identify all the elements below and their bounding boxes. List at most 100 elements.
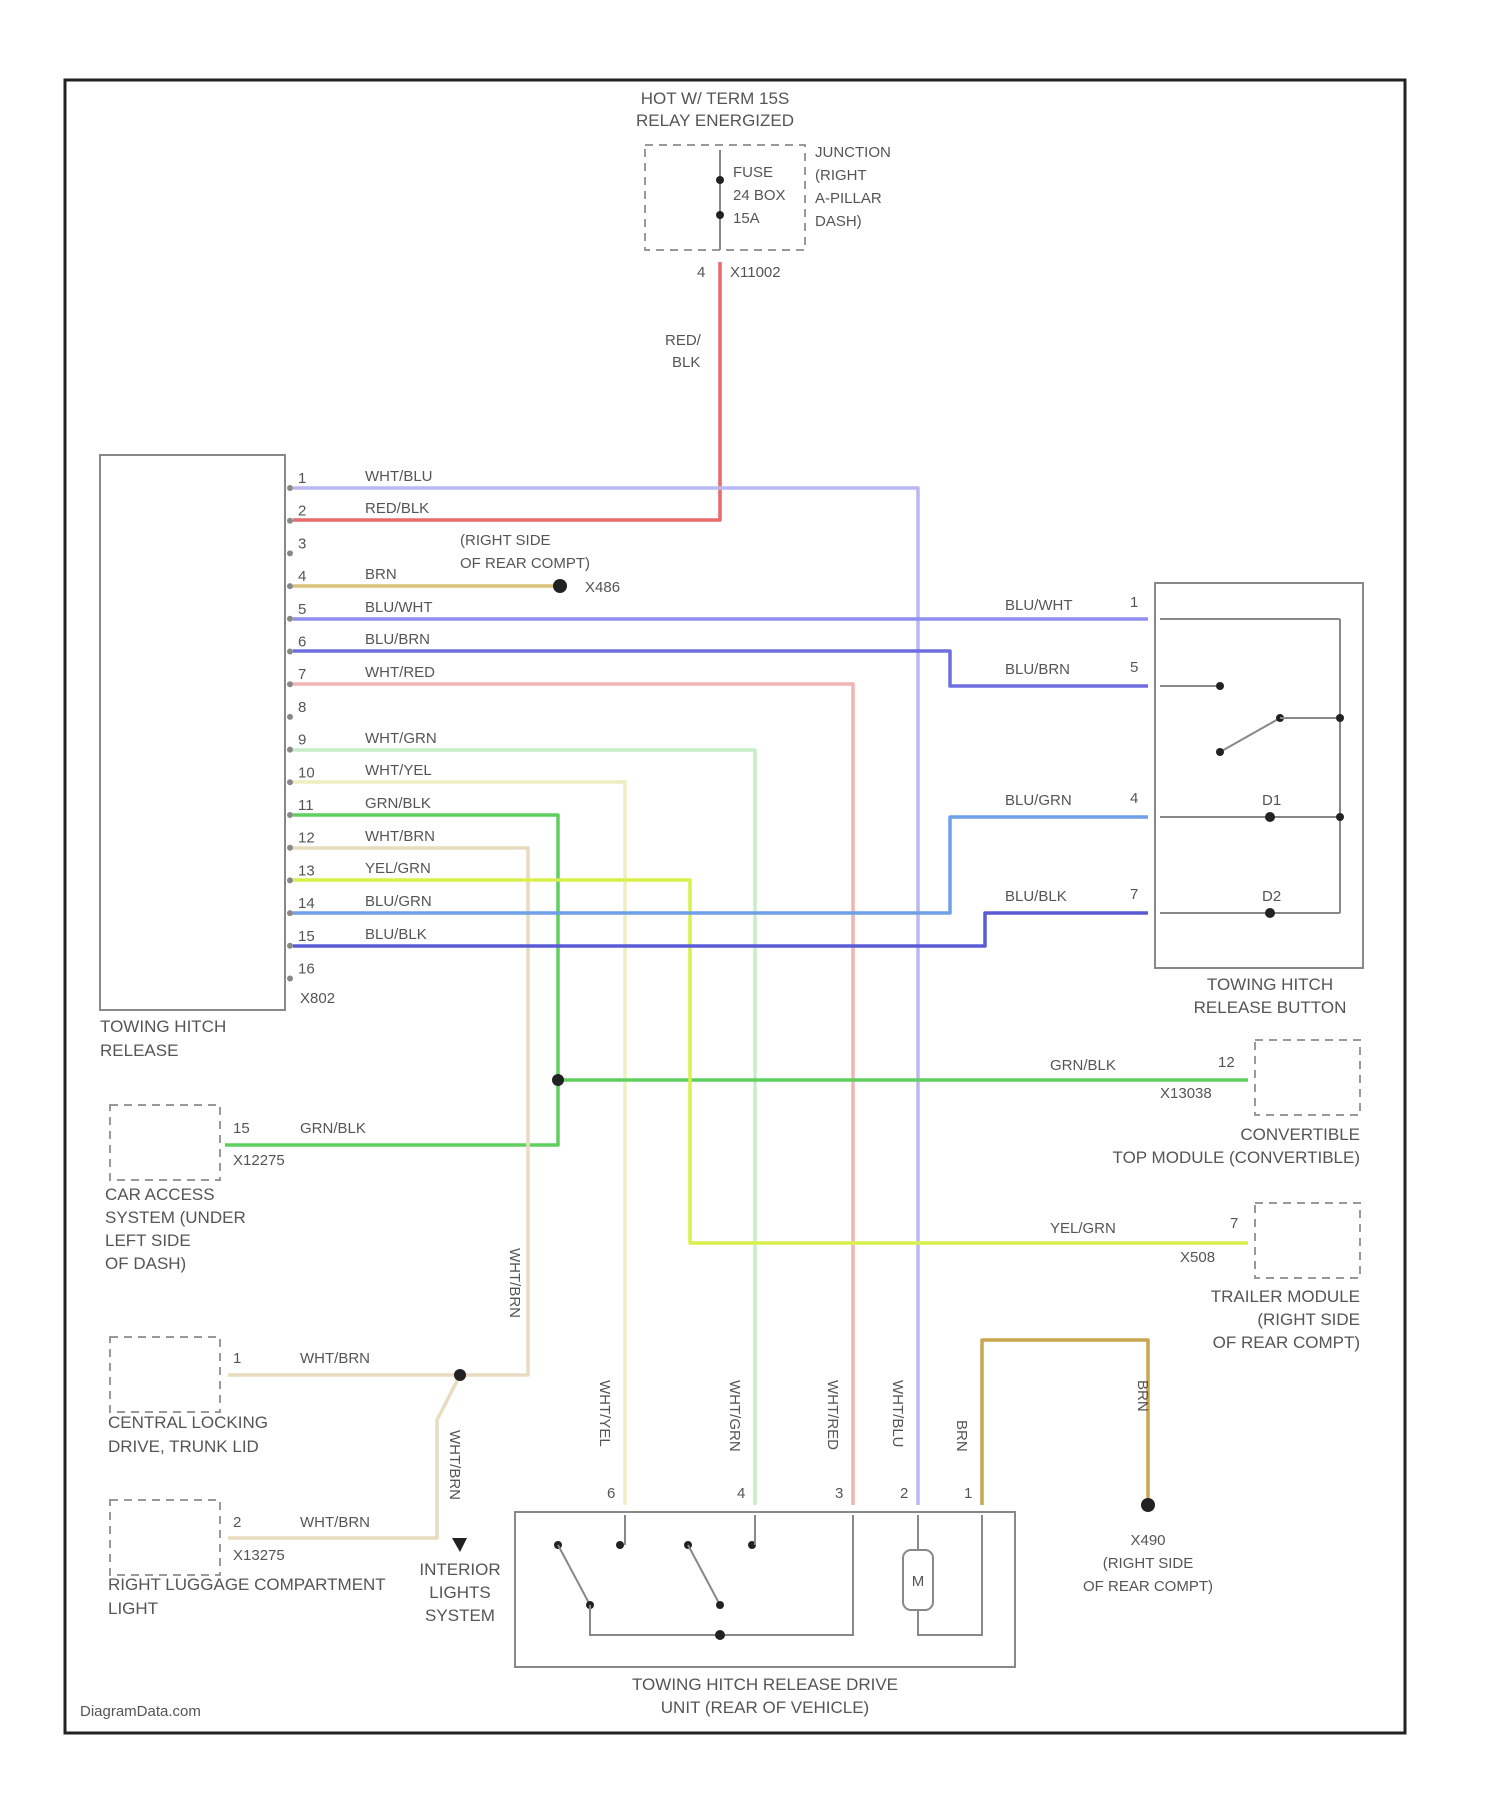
pin-terminal-5 [287, 616, 293, 622]
trailer-module-outline [1255, 1203, 1360, 1278]
drive-pin-4: 4 [737, 1485, 745, 1502]
central-locking-drive: WHT/BRN 1 CENTRAL LOCKING DRIVE, TRUNK L… [108, 1337, 370, 1456]
fuse-line-1: FUSE [733, 164, 773, 181]
trailer-pin: 7 [1230, 1215, 1238, 1232]
diode-1-label: D1 [1262, 792, 1281, 809]
pin-terminal-13 [287, 877, 293, 883]
drive-wire-label-1: BRN [953, 1420, 970, 1452]
interior-lights-arrow [452, 1538, 467, 1552]
pin-terminal-4 [287, 583, 293, 589]
trailer-connector: X508 [1180, 1249, 1215, 1266]
button-wire-label-1: BLU/WHT [1005, 597, 1073, 614]
switch-contact-1 [1216, 682, 1224, 690]
central-locking-pin: 1 [233, 1350, 241, 1367]
drive-common-junction [715, 1630, 725, 1640]
trailer-label-2: (RIGHT SIDE [1257, 1310, 1360, 1329]
pin-number-9: 9 [298, 732, 306, 749]
wire-label-pin9: WHT/GRN [365, 730, 437, 747]
wire-label-pin13: YEL/GRN [365, 860, 431, 877]
wire-label-pin10: WHT/YEL [365, 762, 432, 779]
convertible-connector: X13038 [1160, 1085, 1212, 1102]
wire-labels-left: WHT/BLU RED/BLK BRN BLU/WHT BLU/BRN WHT/… [365, 468, 437, 943]
drive-motor-label: M [912, 1573, 925, 1590]
button-wire-label-2: BLU/BRN [1005, 661, 1070, 678]
luggage-light-pin: 2 [233, 1514, 241, 1531]
red-blk-label-2: BLK [672, 354, 700, 371]
button-junction-1 [1336, 813, 1344, 821]
towing-hitch-release-label-2: RELEASE [100, 1041, 178, 1060]
towing-hitch-release-label-1: TOWING HITCH [100, 1017, 226, 1036]
button-pin-1: 1 [1130, 594, 1138, 611]
luggage-compartment-light: WHT/BRN 2 X13275 RIGHT LUGGAGE COMPARTME… [108, 1500, 386, 1618]
drive-wire-label-2: WHT/BLU [889, 1380, 906, 1448]
ground-top-symbol [553, 579, 567, 593]
red-blk-label-1: RED/ [665, 332, 702, 349]
ground-top-id: X486 [585, 579, 620, 596]
pin-number-10: 10 [298, 764, 315, 781]
fuse-line-3: 15A [733, 210, 760, 227]
drive-switch-1-contact [616, 1541, 624, 1549]
luggage-light-wire-label: WHT/BRN [300, 1514, 370, 1531]
button-pin-3: 4 [1130, 790, 1138, 807]
wire-label-pin6: BLU/BRN [365, 631, 430, 648]
car-access-label-1: CAR ACCESS [105, 1185, 215, 1204]
pin-terminal-3 [287, 550, 293, 556]
central-locking-wire-label: WHT/BRN [300, 1350, 370, 1367]
car-access-system: GRN/BLK 15 X12275 CAR ACCESS SYSTEM (UND… [105, 1105, 366, 1273]
diode-1-symbol [1265, 812, 1275, 822]
trailer-wire-label: YEL/GRN [1050, 1220, 1116, 1237]
switch-contact-2 [1216, 748, 1224, 756]
vertical-label-ground-brn: BRN [1134, 1380, 1151, 1412]
drive-pin-3: 3 [835, 1485, 843, 1502]
pin-number-8: 8 [298, 699, 306, 716]
pin-number-16: 16 [298, 961, 315, 978]
pin-terminal-9 [287, 747, 293, 753]
convertible-label-2: TOP MODULE (CONVERTIBLE) [1113, 1148, 1361, 1167]
wire-label-pin14: BLU/GRN [365, 893, 432, 910]
pin-number-11: 11 [298, 797, 314, 814]
watermark: DiagramData.com [80, 1703, 201, 1720]
junction-line-1: JUNCTION [815, 144, 891, 161]
interior-lights-label-2: LIGHTS [429, 1583, 490, 1602]
central-locking-outline [110, 1337, 220, 1412]
pin-terminal-10 [287, 779, 293, 785]
drive-unit-label-2: UNIT (REAR OF VEHICLE) [661, 1698, 869, 1717]
drive-unit-box [515, 1512, 1015, 1667]
central-locking-label-1: CENTRAL LOCKING [108, 1413, 268, 1432]
button-pin-2: 5 [1130, 659, 1138, 676]
interior-lights-system: INTERIOR LIGHTS SYSTEM [419, 1538, 500, 1625]
luggage-light-outline [110, 1500, 220, 1575]
wire-label-pin7: WHT/RED [365, 664, 435, 681]
pin-number-4: 4 [298, 568, 306, 585]
wire-label-pin4: BRN [365, 566, 397, 583]
button-wire-label-4: BLU/BLK [1005, 888, 1067, 905]
drive-unit-label-1: TOWING HITCH RELEASE DRIVE [632, 1675, 898, 1694]
pin-terminal-1 [287, 485, 293, 491]
pin-terminal-16 [287, 976, 293, 982]
pin-terminal-15 [287, 943, 293, 949]
fuse-dot-1 [716, 176, 724, 184]
drive-wire-label-6: WHT/YEL [596, 1380, 613, 1447]
vertical-label-wht-brn-drop: WHT/BRN [446, 1430, 463, 1500]
convertible-module: GRN/BLK 12 X13038 CONVERTIBLE TOP MODULE… [1050, 1040, 1360, 1167]
fuse-pin: 4 [697, 264, 705, 281]
pin-terminal-8 [287, 714, 293, 720]
pin-terminal-11 [287, 812, 293, 818]
pin-number-13: 13 [298, 862, 315, 879]
pin-number-2: 2 [298, 503, 306, 520]
wire-label-pin1: WHT/BLU [365, 468, 433, 485]
pin-terminal-12 [287, 845, 293, 851]
wire-brn-drive-ground [982, 1340, 1148, 1505]
wire-label-pin11: GRN/BLK [365, 795, 431, 812]
pin-number-5: 5 [298, 601, 306, 618]
car-access-wire-label: GRN/BLK [300, 1120, 366, 1137]
pin-number-6: 6 [298, 634, 306, 651]
ground-top-label-1: (RIGHT SIDE [460, 532, 551, 549]
fuse-header-line-1: HOT W/ TERM 15S [641, 89, 790, 108]
luggage-light-label-1: RIGHT LUGGAGE COMPARTMENT [108, 1575, 386, 1594]
trailer-label-3: OF REAR COMPT) [1213, 1333, 1360, 1352]
drive-pin-labels: 6 WHT/YEL 4 WHT/GRN 3 WHT/RED 2 WHT/BLU … [596, 1380, 972, 1502]
ground-bottom-label-2: (RIGHT SIDE [1103, 1555, 1194, 1572]
pin-number-14: 14 [298, 895, 315, 912]
car-access-label-3: LEFT SIDE [105, 1231, 191, 1250]
